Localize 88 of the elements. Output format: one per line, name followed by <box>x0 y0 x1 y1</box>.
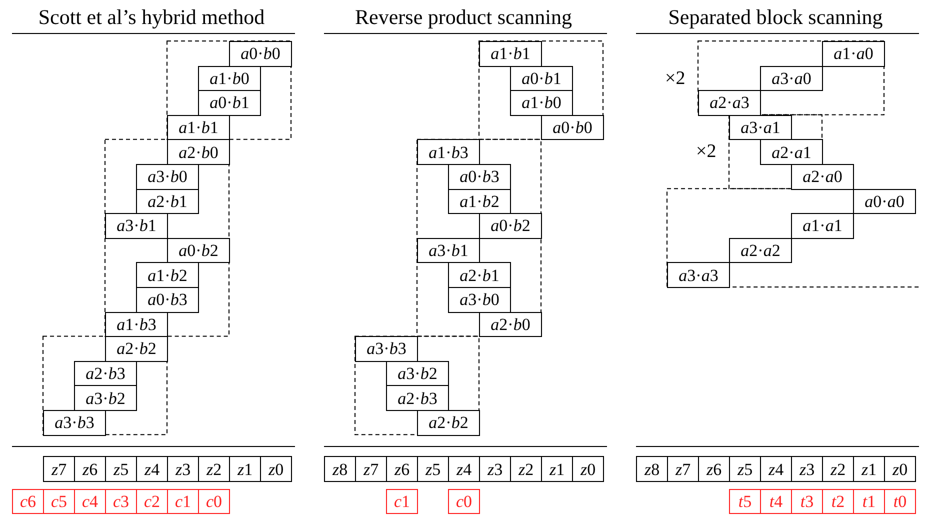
product-term-box: a3·b3 <box>43 410 106 436</box>
product-term-box: a3·b3 <box>355 336 418 362</box>
product-term-box: a2·a3 <box>698 90 761 116</box>
product-term-box: a0·b1 <box>510 66 573 92</box>
product-term-box: a3·b0 <box>448 287 511 313</box>
product-term-box: a1·a0 <box>822 41 885 67</box>
carry-cell: t3 <box>791 489 823 514</box>
result-word-cell: z1 <box>229 456 261 482</box>
product-term-box: a1·b1 <box>479 41 542 67</box>
product-term-box: a2·b1 <box>136 188 199 214</box>
product-term-box: a2·b0 <box>167 139 230 165</box>
product-term-box: a2·a0 <box>791 164 854 190</box>
result-word-cell: z0 <box>260 456 292 482</box>
product-term-box: a3·b1 <box>417 238 480 264</box>
carry-cell: t2 <box>822 489 854 514</box>
panel-heading: Separated block scanning <box>667 5 884 30</box>
panel-heading: Reverse product scanning <box>354 5 573 30</box>
result-word-cell: z4 <box>760 456 792 482</box>
carry-cell: t5 <box>729 489 761 514</box>
result-word-cell: z8 <box>636 456 668 482</box>
product-term-box: a3·a3 <box>667 262 730 288</box>
result-word-cell: z3 <box>791 456 823 482</box>
carry-cell: c5 <box>43 489 75 514</box>
product-term-box: a1·a1 <box>791 213 854 239</box>
result-word-cell: z1 <box>541 456 573 482</box>
product-term-box: a3·a0 <box>760 66 823 92</box>
multiplier-label: ×2 <box>665 68 686 90</box>
product-term-box: a2·b0 <box>479 312 542 338</box>
result-word-cell: z2 <box>198 456 230 482</box>
product-term-box: a0·a0 <box>853 188 916 214</box>
result-word-cell: z5 <box>105 456 137 482</box>
product-term-box: a1·b0 <box>198 66 261 92</box>
product-term-box: a3·b1 <box>105 213 168 239</box>
product-term-box: a0·b0 <box>229 41 292 67</box>
result-word-cell: z6 <box>74 456 106 482</box>
product-term-box: a1·b3 <box>417 139 480 165</box>
carry-cell: c1 <box>386 489 418 514</box>
product-term-box: a2·b2 <box>105 336 168 362</box>
product-term-box: a2·b2 <box>417 410 480 436</box>
result-word-cell: z4 <box>448 456 480 482</box>
carry-cell: c3 <box>105 489 137 514</box>
product-term-box: a2·b3 <box>74 360 137 386</box>
result-word-cell: z4 <box>136 456 168 482</box>
result-word-cell: z7 <box>43 456 75 482</box>
result-word-cell: z5 <box>417 456 449 482</box>
product-term-box: a3·b2 <box>386 360 449 386</box>
carry-cell: t0 <box>884 489 916 514</box>
product-term-box: a2·a2 <box>729 238 792 264</box>
product-term-box: a0·b2 <box>479 213 542 239</box>
carry-cell: c2 <box>136 489 168 514</box>
product-term-box: a1·b3 <box>105 312 168 338</box>
carry-cell: t1 <box>853 489 885 514</box>
product-term-box: a3·b0 <box>136 164 199 190</box>
result-word-cell: z1 <box>853 456 885 482</box>
product-term-box: a0·b0 <box>541 114 604 140</box>
panel-heading: Scott et al’s hybrid method <box>37 5 266 30</box>
result-word-cell: z6 <box>386 456 418 482</box>
result-word-cell: z7 <box>355 456 387 482</box>
carry-cell: c6 <box>12 489 44 514</box>
product-term-box: a3·b2 <box>74 385 137 411</box>
product-term-box: a0·b2 <box>167 238 230 264</box>
product-term-box: a1·b0 <box>510 90 573 116</box>
result-word-cell: z5 <box>729 456 761 482</box>
product-term-box: a0·b3 <box>448 164 511 190</box>
carry-cell: c4 <box>74 489 106 514</box>
product-term-box: a2·b1 <box>448 262 511 288</box>
product-term-box: a1·b1 <box>167 114 230 140</box>
result-word-cell: z7 <box>667 456 699 482</box>
product-term-box: a3·a1 <box>729 114 792 140</box>
product-term-box: a2·a1 <box>760 139 823 165</box>
result-word-cell: z0 <box>884 456 916 482</box>
carry-cell: t4 <box>760 489 792 514</box>
carry-cell: c1 <box>167 489 199 514</box>
result-word-cell: z2 <box>510 456 542 482</box>
carry-cell: c0 <box>198 489 230 514</box>
result-word-cell: z8 <box>324 456 356 482</box>
carry-cell: c0 <box>448 489 480 514</box>
result-word-cell: z3 <box>479 456 511 482</box>
result-word-cell: z0 <box>572 456 604 482</box>
product-term-box: a1·b2 <box>136 262 199 288</box>
product-term-box: a1·b2 <box>448 188 511 214</box>
multiplier-label: ×2 <box>696 141 716 164</box>
product-term-box: a2·b3 <box>386 385 449 411</box>
result-word-cell: z2 <box>822 456 854 482</box>
result-word-cell: z3 <box>167 456 199 482</box>
product-term-box: a0·b1 <box>198 90 261 116</box>
result-word-cell: z6 <box>698 456 730 482</box>
product-term-box: a0·b3 <box>136 287 199 313</box>
